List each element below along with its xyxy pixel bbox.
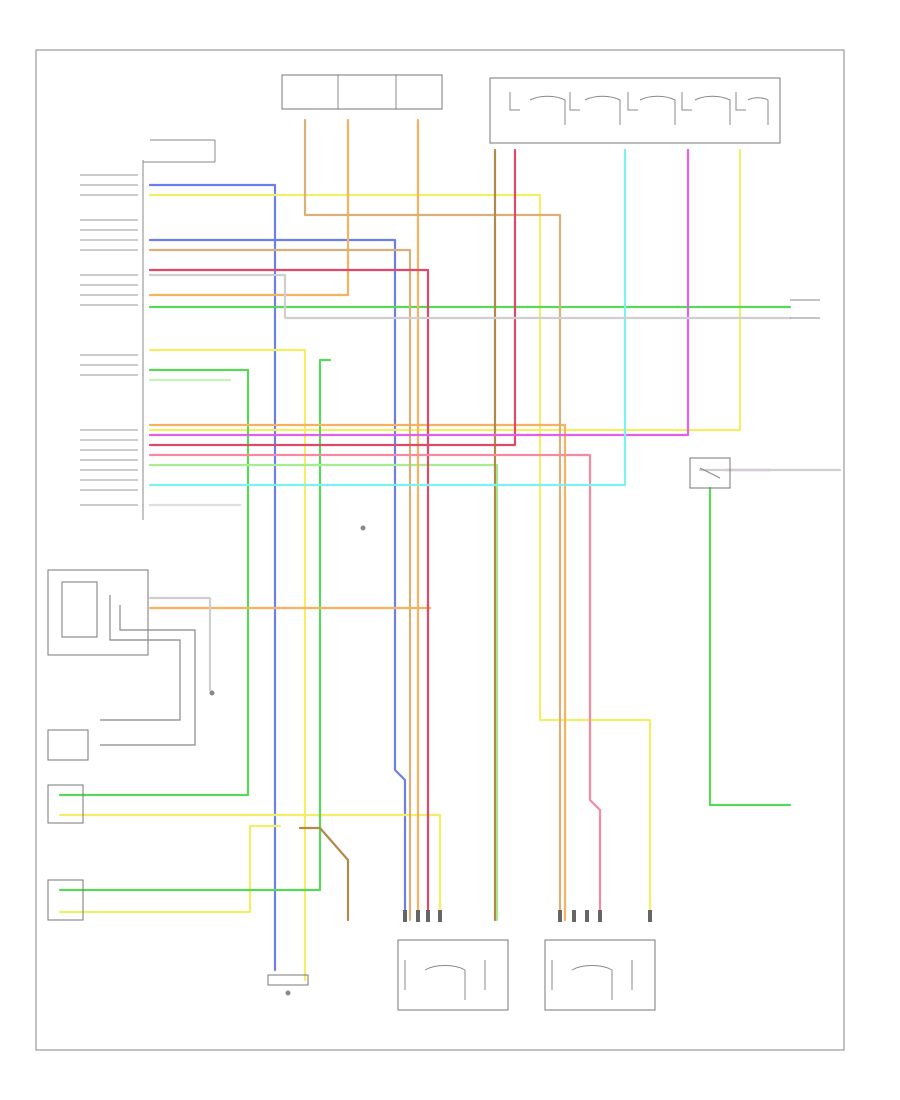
pin-3 <box>426 910 430 922</box>
motor-temp <box>569 92 621 125</box>
actuator-motors-block <box>489 77 781 144</box>
pin-6 <box>572 910 576 922</box>
wire-yellow-5 <box>148 148 742 432</box>
wire-yellow-1 <box>148 193 652 922</box>
pin-2 <box>416 910 420 922</box>
wire-gray-3 <box>148 596 212 692</box>
sensor-box-2 <box>47 879 84 921</box>
blower-control-inner <box>61 581 98 638</box>
pin-5 <box>558 910 562 922</box>
motor-mode <box>627 92 676 125</box>
pin-8 <box>598 910 602 922</box>
ground-symbols <box>209 525 366 996</box>
pin-4 <box>438 910 442 922</box>
wire-green-4 <box>708 486 792 807</box>
ambient-sensor-connector <box>267 974 309 986</box>
wire-gray-1 <box>148 273 792 320</box>
wire-yellow-4 <box>58 824 282 914</box>
wire-yellow-2 <box>148 348 307 982</box>
left-door-actuator <box>397 939 509 1011</box>
wire-brown-2 <box>298 826 350 922</box>
wire-blue-2 <box>148 238 407 922</box>
right-door-actuator <box>544 939 656 1011</box>
ground-point-3 <box>285 990 291 996</box>
sensor-box-1 <box>47 784 84 824</box>
right-door-actuator-inner <box>551 960 633 1000</box>
wire-magenta-1 <box>148 148 690 437</box>
connector-pins <box>403 910 652 922</box>
relay-box <box>689 457 731 489</box>
wire-tan-1 <box>148 248 412 922</box>
blower-control-wires <box>100 595 196 746</box>
relay-contact <box>699 467 721 479</box>
wire-orange-2 <box>148 423 567 922</box>
ground-point-2 <box>209 690 215 696</box>
pin-9 <box>648 910 652 922</box>
pin-7 <box>585 910 589 922</box>
wire-red-2 <box>148 148 517 447</box>
pin-label-marks <box>80 174 138 506</box>
wire-pink-1 <box>148 453 602 922</box>
wire-cyan-1 <box>148 148 627 487</box>
fuse-block <box>281 74 443 110</box>
left-door-actuator-inner <box>404 960 486 1000</box>
motor-defrost <box>681 92 731 125</box>
motor-recirc <box>509 92 566 125</box>
wire-tan-2 <box>303 118 562 922</box>
wire-red-1 <box>148 268 430 922</box>
right-connectors <box>790 299 820 319</box>
wire-blue-1 <box>148 183 277 972</box>
pin-1 <box>403 910 407 922</box>
actuator-motors <box>509 92 769 125</box>
wire-green-5 <box>148 463 499 922</box>
wire-orange-1 <box>148 118 350 297</box>
wire-green-2 <box>58 368 250 797</box>
wire-yellow-3 <box>58 813 442 922</box>
motor-vent <box>735 92 769 125</box>
ground-point-1 <box>360 525 366 531</box>
diagram-frame <box>35 49 845 1051</box>
wire-green-3 <box>58 358 332 892</box>
blower-control-box <box>47 569 149 656</box>
blower-motor-box <box>47 729 89 761</box>
